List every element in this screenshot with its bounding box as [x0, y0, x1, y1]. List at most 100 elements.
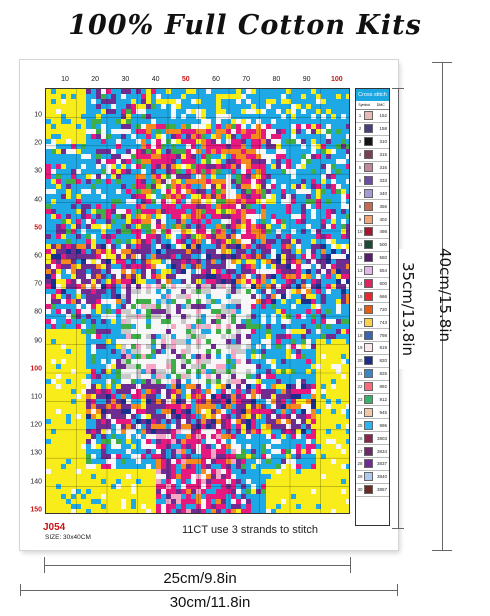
legend-row-number: 24 — [357, 409, 363, 415]
outer-height-line — [442, 62, 443, 550]
legend-header: Symbol DMC — [356, 101, 389, 110]
legend-swatch — [364, 382, 373, 392]
legend-row-number: 26 — [357, 435, 363, 441]
legend-row: 6 333 — [356, 174, 389, 188]
legend-dmc-code: 798 — [379, 332, 387, 338]
legend-row: 24 945 — [356, 406, 389, 420]
legend-row-number: 22 — [357, 384, 363, 390]
left-ruler-label: 10 — [34, 111, 42, 119]
legend-swatch — [364, 395, 373, 405]
legend-dmc-code: 310 — [379, 139, 387, 145]
legend-dmc-code: 333 — [379, 177, 387, 183]
legend-row-number: 11 — [357, 242, 363, 248]
left-ruler-label: 150 — [30, 506, 42, 514]
top-ruler-label: 10 — [61, 76, 69, 83]
legend-dmc-code: 316 — [379, 165, 387, 170]
legend-row-number: 4 — [358, 152, 362, 158]
legend-row-number: 25 — [357, 422, 363, 428]
outer-height-tick-bottom — [432, 550, 452, 551]
inner-height-label: 35cm/13.8in — [399, 249, 417, 369]
legend-swatch — [364, 459, 373, 469]
left-ruler-label: 120 — [30, 421, 42, 429]
legend-swatch — [364, 291, 373, 301]
legend-dmc-code: 945 — [379, 409, 387, 415]
legend-header-symbol: Symbol — [358, 103, 371, 107]
legend-dmc-code: 912 — [379, 397, 387, 403]
inner-width-label: 25cm/9.8in — [163, 570, 237, 587]
left-ruler-label: 20 — [34, 139, 42, 147]
legend-row: 23 912 — [356, 394, 389, 407]
legend-swatch — [364, 330, 373, 340]
legend-row-number: 18 — [357, 332, 363, 338]
legend-row-number: 30 — [357, 487, 363, 493]
inner-width-tick-left — [44, 557, 45, 573]
top-ruler-label: 90 — [302, 76, 311, 83]
inner-height-tick-bottom — [392, 528, 404, 529]
top-ruler-label: 60 — [212, 76, 220, 83]
inner-height-tick-top — [392, 88, 404, 89]
inner-width-tick-right — [350, 557, 351, 573]
legend-row-number: 16 — [357, 306, 363, 312]
legend-swatch — [364, 124, 373, 134]
legend-row-number: 9 — [358, 216, 362, 222]
legend-dmc-code: 819 — [379, 345, 387, 351]
left-ruler-label: 130 — [30, 449, 42, 457]
outer-width-tick-right — [397, 584, 398, 596]
left-ruler-label: 70 — [34, 280, 42, 288]
cross-stitch-pattern-grid — [45, 88, 350, 514]
inner-height-line — [398, 88, 399, 528]
legend-dmc-code: 498 — [379, 229, 387, 235]
legend-dmc-code: 3840 — [376, 474, 387, 480]
legend-row-number: 15 — [357, 293, 363, 299]
legend-swatch — [364, 253, 373, 263]
pattern-code: J054 — [43, 522, 66, 533]
legend-row-number: 7 — [358, 190, 362, 196]
legend-swatch — [364, 433, 373, 443]
legend-swatch — [364, 369, 373, 379]
left-ruler-label: 60 — [34, 252, 42, 260]
left-ruler-label: 80 — [34, 308, 42, 316]
left-ruler-label: 140 — [30, 478, 42, 486]
legend-row-number: 2 — [358, 126, 362, 132]
top-ruler-label: 70 — [242, 76, 251, 83]
top-ruler-label: 50 — [181, 76, 190, 83]
legend-swatch — [364, 407, 373, 417]
left-ruler-label: 100 — [30, 365, 42, 373]
legend-row-number: 12 — [357, 255, 363, 261]
legend-swatch — [364, 317, 373, 327]
legend-dmc-code: 152 — [379, 113, 387, 119]
outer-height-label: 40cm/15.8in — [436, 247, 454, 343]
legend-row: 18 798 — [356, 329, 389, 343]
legend-dmc-code: 356 — [379, 203, 387, 209]
legend-swatch — [364, 472, 373, 482]
legend-swatch — [364, 201, 373, 211]
pattern-mosaic — [46, 89, 349, 513]
legend-row-number: 10 — [357, 229, 363, 235]
legend-swatch — [364, 304, 373, 314]
legend-swatch — [364, 163, 373, 172]
legend-swatch — [364, 485, 373, 495]
legend-swatch — [364, 266, 373, 276]
legend-row-number: 6 — [358, 177, 362, 183]
inner-width-line — [44, 565, 351, 566]
top-ruler-label: 30 — [121, 76, 130, 83]
legend-row-number: 23 — [357, 397, 363, 403]
left-ruler-label: 50 — [34, 224, 42, 232]
